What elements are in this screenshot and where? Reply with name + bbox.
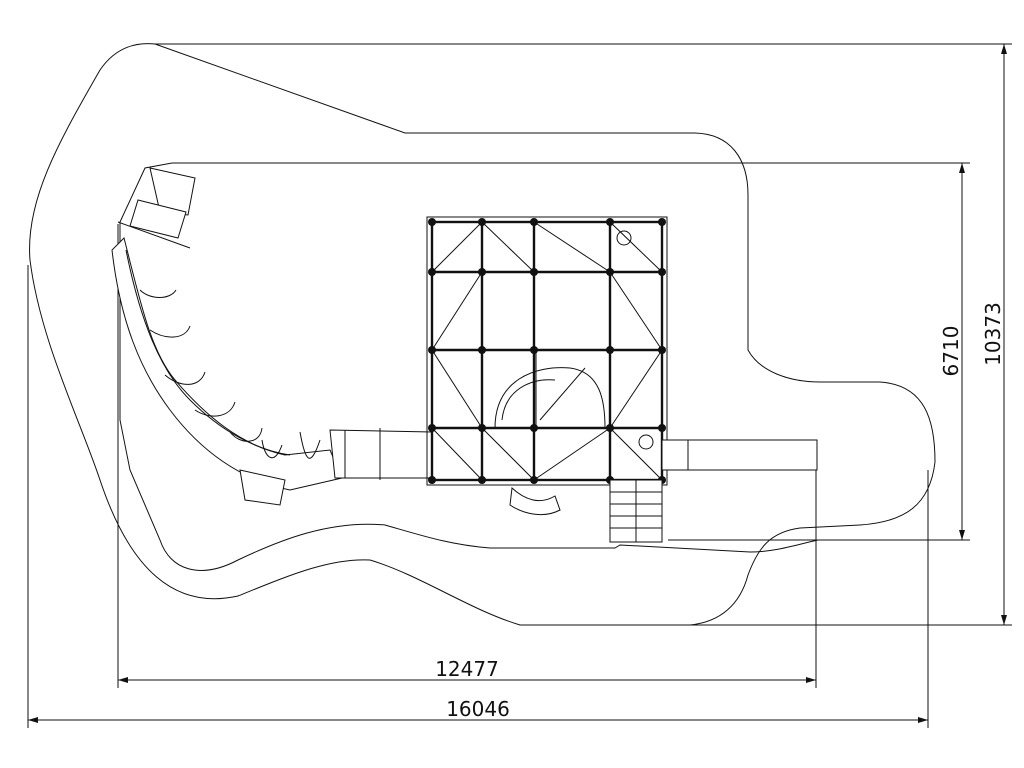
tower-structure xyxy=(426,216,668,486)
dimension-height-outer-label: 10373 xyxy=(981,302,1005,366)
inner-use-area-outline xyxy=(119,162,963,571)
post-nodes xyxy=(428,218,666,484)
straight-slide xyxy=(661,439,818,471)
ladder xyxy=(609,479,663,543)
dimension-width-outer: 16046 xyxy=(27,265,929,728)
dimension-width-outer-label: 16046 xyxy=(446,697,510,721)
dimension-width-inner-label: 12477 xyxy=(435,657,499,681)
dimension-height-inner: 6710 xyxy=(668,162,970,541)
seat-element xyxy=(509,486,561,516)
outer-safety-zone-outline xyxy=(29,43,936,626)
dimension-height-inner-label: 6710 xyxy=(939,326,963,377)
tube-slide xyxy=(111,167,433,506)
dimension-width-inner: 12477 xyxy=(117,224,817,688)
dimension-height-outer: 10373 xyxy=(155,43,1012,626)
